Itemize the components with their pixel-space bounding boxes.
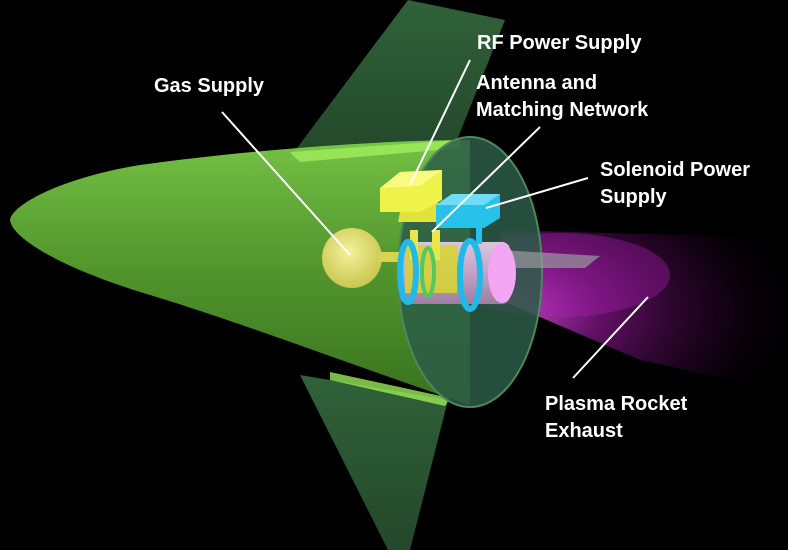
antenna-strap-2 bbox=[432, 230, 440, 260]
gas-feed-line bbox=[378, 252, 406, 262]
exhaust-leader bbox=[572, 296, 649, 379]
gas-supply-text: Gas Supply bbox=[154, 75, 265, 97]
gas-supply-tank bbox=[322, 228, 382, 288]
antenna-label: Antenna and Matching Network bbox=[476, 70, 648, 124]
plasma-exhaust-label: Plasma Rocket Exhaust bbox=[545, 391, 687, 445]
rf-power-supply-label: RF Power Supply bbox=[477, 30, 641, 57]
solenoid-supply-leader bbox=[485, 177, 589, 209]
solenoid-text-line2: Supply bbox=[600, 186, 667, 208]
exhaust-text-line1: Plasma Rocket bbox=[545, 393, 688, 415]
solenoid-ring-rear bbox=[457, 238, 483, 312]
antenna-leader bbox=[431, 126, 541, 233]
gas-supply-label: Gas Supply bbox=[154, 73, 264, 100]
rf-supply-leader bbox=[409, 59, 471, 186]
rf-power-supply-text: RF Power Supply bbox=[477, 32, 642, 54]
antenna-text-line1: Antenna and bbox=[476, 72, 598, 94]
upper-fin bbox=[288, 0, 505, 160]
hull-top-rim bbox=[290, 140, 462, 162]
solenoid-power-supply-top bbox=[436, 194, 500, 205]
rf-power-supply-top bbox=[380, 170, 442, 188]
solenoid-ring-front bbox=[397, 239, 419, 305]
plasma-exhaust-plume bbox=[500, 230, 788, 392]
gas-supply-leader bbox=[221, 111, 351, 256]
solenoid-feed bbox=[476, 226, 482, 244]
lower-fin bbox=[300, 375, 448, 550]
engine-nozzle-glow bbox=[488, 243, 516, 303]
hull-bottom-rim bbox=[330, 372, 450, 406]
solenoid-text-line1: Solenoid Power bbox=[600, 159, 751, 181]
solenoid-ring-mid bbox=[420, 246, 436, 298]
exhaust-plate bbox=[500, 250, 600, 268]
solenoid-power-supply-label: Solenoid Power Supply bbox=[600, 157, 750, 211]
antenna-text-line2: Matching Network bbox=[476, 99, 649, 121]
spacecraft-hull bbox=[10, 140, 470, 405]
exhaust-text-line2: Exhaust bbox=[545, 420, 623, 442]
